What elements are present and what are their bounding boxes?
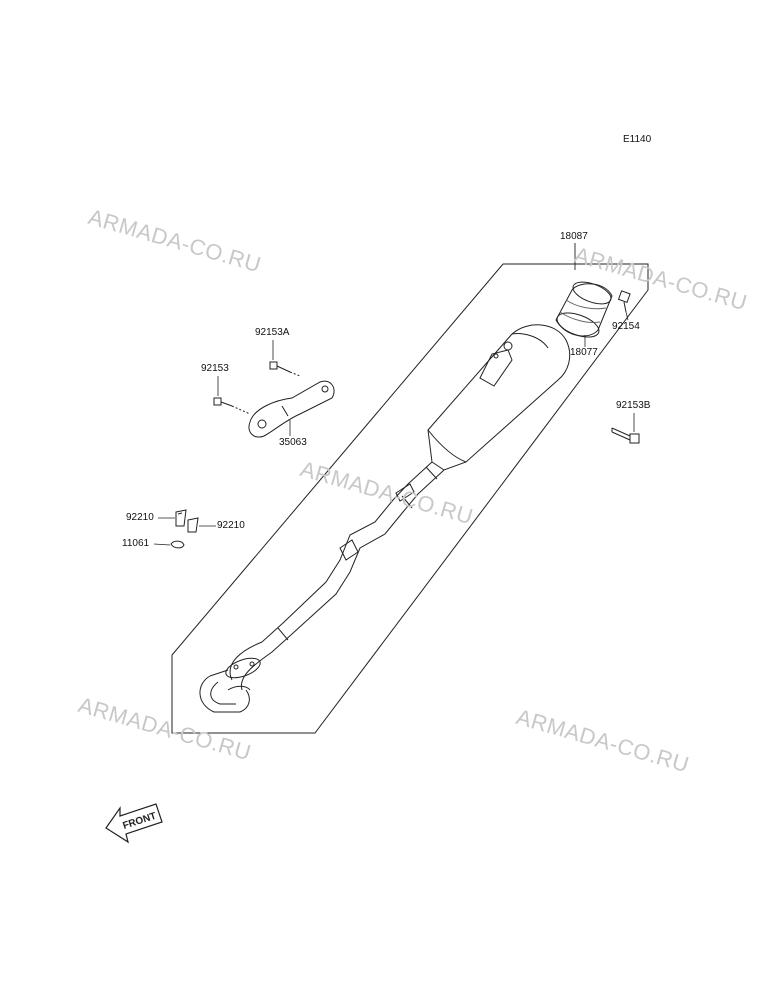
part-label-92154: 92154 [612, 321, 640, 332]
part-label-92153: 92153 [201, 363, 229, 374]
part-label-92210-b: 92210 [217, 520, 245, 531]
exhaust-pipe [229, 461, 445, 691]
bolt-92153B [611, 427, 640, 444]
bolt-92154 [617, 290, 631, 313]
part-label-11061: 11061 [122, 538, 150, 549]
gasket-11061 [170, 540, 185, 549]
bolt-92153A [269, 361, 301, 377]
exhaust-header [199, 657, 261, 713]
clamp-92210-a [175, 509, 187, 527]
muffler [427, 324, 571, 471]
bracket-35063 [248, 380, 335, 438]
part-label-92153B: 92153B [616, 400, 651, 411]
part-label-35063: 35063 [279, 437, 307, 448]
part-label-92153A: 92153A [255, 327, 290, 338]
part-label-18077: 18077 [570, 347, 598, 358]
diagram-code: E1140 [623, 134, 652, 145]
assembly-outline [171, 263, 649, 734]
part-label-92210-a: 92210 [126, 512, 154, 523]
part-label-18087: 18087 [560, 231, 588, 242]
tail-cap [555, 281, 613, 338]
front-arrow-icon: FRONT [105, 803, 163, 844]
bolt-92153 [213, 397, 251, 415]
clamp-92210-b [187, 517, 199, 533]
